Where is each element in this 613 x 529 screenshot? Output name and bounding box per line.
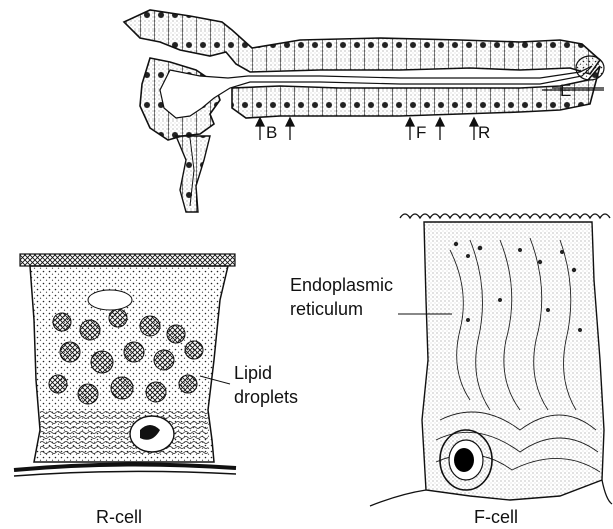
label-b: B	[266, 124, 277, 141]
label-endoplasmic-line1: Endoplasmic	[290, 276, 393, 294]
tubule-upper-wall	[124, 10, 600, 74]
label-lipid-droplets-line2: droplets	[234, 388, 298, 406]
label-r: R	[478, 124, 490, 141]
label-endoplasmic-line2: reticulum	[290, 300, 363, 318]
r-cell-basal-lamina	[14, 464, 236, 470]
r-cell-drawing	[14, 254, 236, 476]
f-cell-nucleolus	[454, 448, 474, 472]
label-lipid-droplets-line1: Lipid	[234, 364, 272, 382]
tubule-lower-wall	[232, 66, 600, 118]
tubule-duct	[176, 136, 210, 212]
tubule-tip	[576, 56, 604, 80]
label-f: F	[416, 124, 426, 141]
caption-r-cell: R-cell	[96, 508, 142, 526]
r-cell-brush-border	[20, 254, 235, 266]
label-e: E	[560, 82, 571, 99]
f-cell-drawing	[370, 214, 612, 506]
caption-f-cell: F-cell	[474, 508, 518, 526]
tubule-diagram	[124, 10, 604, 212]
f-cell-brush-border	[400, 214, 610, 218]
